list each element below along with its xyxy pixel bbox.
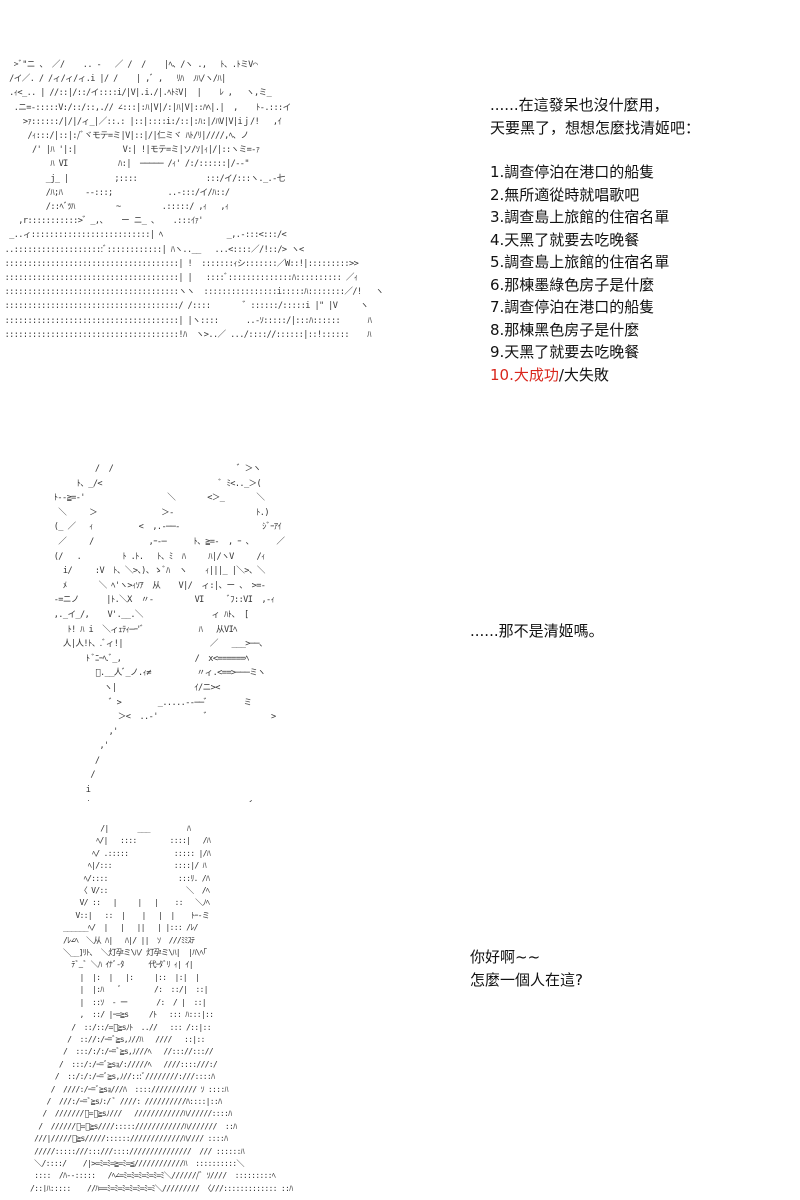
ascii-art-kiyohime: /| ___ ﾊ ﾍ/| :::: ::::| /ﾊ ﾍ/ .::::: :::… [30,823,293,1192]
choice-item: 8.那棟黑色房子是什麼 [490,320,640,339]
greeting-line-1: 你好啊~~ [470,948,541,966]
panel-3: /| ___ ﾊ ﾍ/| :::: ::::| /ﾊ ﾍ/ .::::: :::… [0,810,800,1200]
dice-result-highlight: 10.大成功 [490,365,559,384]
choice-separator: / [558,365,564,384]
choice-item: 5.調查島上旅館的住宿名單 [490,253,670,271]
intro-caption: ......在這發呆也沒什麼用， 天要黑了，想想怎麼找清姬吧： [490,94,700,139]
choice-final-rest: 大失敗 [563,365,609,384]
choice-item: 3.調查島上旅館的住宿名單 [490,208,670,226]
choice-item: 9.天黑了就要去吃晚餐 [490,343,640,361]
choice-item: 4.天黑了就要去吃晚餐 [490,230,640,249]
choice-item: 2.無所適從時就唱歌吧 [490,185,640,204]
choice-item: 6.那棟墨綠色房子是什麼 [490,275,655,294]
intro-line-2: 天要黑了，想想怎麼找清姬吧： [490,118,701,137]
intro-line-1: ......在這發呆也沒什麼用， [490,96,669,114]
panel-2: / / ゛＞ヽ ﾄ、_/< ﾞ ﾐ<.._＞( ﾄ--≧=-' ＼ <＞_ ＼ … [0,440,800,810]
panel-1: >ﾞ"ニ 、 ／/ .. - ／ / / |ﾍ、/ヽ ., ﾄ、.ﾄミV⌒ /イ… [0,0,800,440]
choice-list: 1.調查停泊在港口的船隻 2.無所適從時就唱歌吧 3.調查島上旅館的住宿名單 4… [490,161,669,386]
choice-item-final: 10.大成功/大失敗 [490,364,669,387]
choice-item: 1.調查停泊在港口的船隻 [490,163,655,181]
greeting-caption: 你好啊~~ 怎麼一個人在這? [470,946,583,991]
dialogue-caption: ......那不是清姬嗎。 [470,622,604,640]
ascii-art-character-thinking: >ﾞ"ニ 、 ／/ .. - ／ / / |ﾍ、/ヽ ., ﾄ、.ﾄミV⌒ /イ… [4,60,384,340]
ascii-art-character-looking-back: / / ゛＞ヽ ﾄ、_/< ﾞ ﾐ<.._＞( ﾄ--≧=-' ＼ <＞_ ＼ … [53,464,285,802]
choice-item: 7.調查停泊在港口的船隻 [490,298,655,316]
greeting-line-2: 怎麼一個人在這? [470,970,583,989]
